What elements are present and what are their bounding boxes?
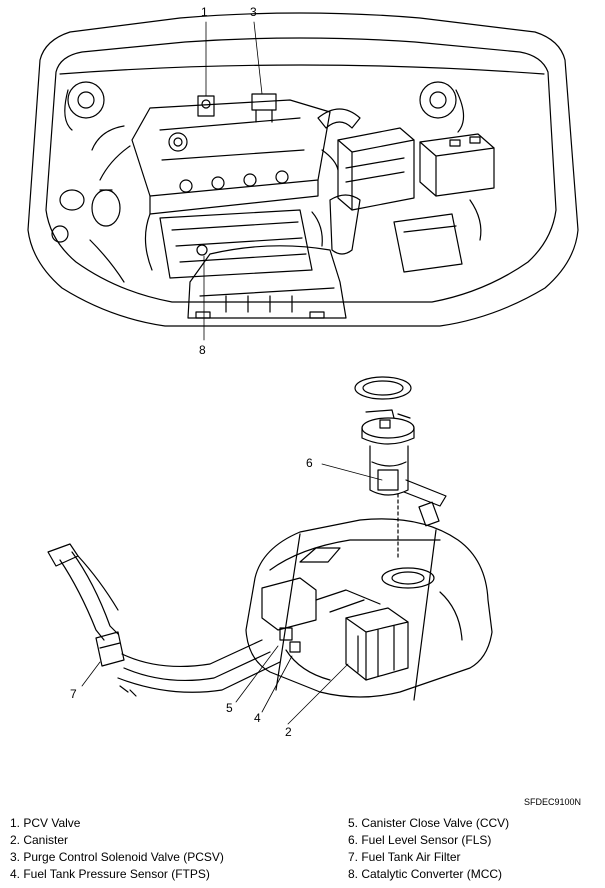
callout-8: 8 [199,343,206,357]
callout-1: 1 [201,5,208,19]
engine-compartment [27,12,579,327]
callout-leaders [81,21,383,725]
legend-left-column: 1. PCV Valve 2. Canister 3. Purge Contro… [10,815,224,883]
figure-code: SFDEC9100N [524,797,582,807]
legend-item-ftps: 4. Fuel Tank Pressure Sensor (FTPS) [10,867,210,881]
callout-6: 6 [306,456,313,470]
callout-5: 5 [226,701,233,715]
callout-2: 2 [285,725,292,739]
fuel-level-sensor-assembly [354,376,447,561]
callout-3: 3 [250,5,257,19]
legend-item-fuel-tank-air-filter: 7. Fuel Tank Air Filter [348,850,461,864]
filler-neck-and-lines [47,543,281,697]
legend-right-column: 5. Canister Close Valve (CCV) 6. Fuel Le… [348,815,509,883]
legend-item-ccv: 5. Canister Close Valve (CCV) [348,816,510,830]
callout-4: 4 [254,711,261,725]
legend-item-fls: 6. Fuel Level Sensor (FLS) [348,833,492,847]
evap-system-illustration [27,12,579,725]
legend-item-canister: 2. Canister [10,833,69,847]
legend-item-mcc: 8. Catalytic Converter (MCC) [348,867,503,881]
legend-item-pcsv: 3. Purge Control Solenoid Valve (PCSV) [10,850,224,864]
legend-item-pcv-valve: 1. PCV Valve [10,816,81,830]
callout-7: 7 [70,687,77,701]
